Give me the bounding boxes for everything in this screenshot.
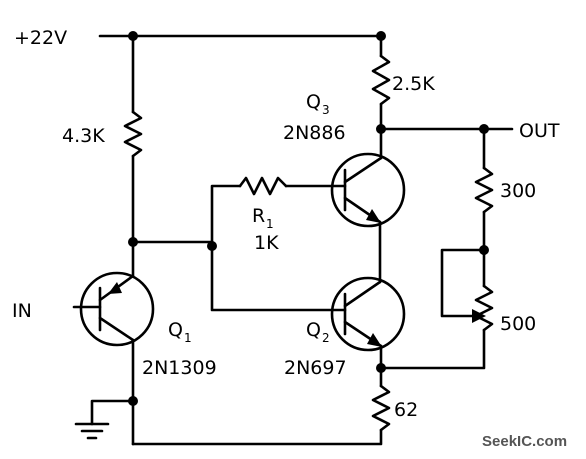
transistor-q2-subscript: 2 [322,331,330,345]
resistor-300 [474,166,494,214]
transistor-q2-body [330,276,406,352]
ground-return-wire [131,428,383,446]
resistor-62 [371,384,391,432]
transistor-q1-emitter-arrow [108,282,122,294]
transistor-q1-part: 2N1309 [142,357,217,379]
transistor-q3-body [330,152,406,228]
r1-left-wire [210,184,242,248]
transistor-q1-subscript: 1 [184,331,192,345]
resistor-r1-name: R [252,205,265,227]
pot-wiper-arrow [472,309,486,323]
transistor-q3-emitter-arrow [366,209,381,223]
resistor-r1 [238,176,288,196]
transistor-q2-name: Q [306,319,321,341]
potentiometer-500-label: 500 [500,313,536,335]
transistor-q3-name: Q [306,91,321,113]
output-label: OUT [519,120,560,142]
transistor-q2-emitter-arrow [367,333,382,347]
transistor-q1-name: Q [168,319,183,341]
transistor-q1-body [79,271,155,347]
node-dot [376,363,386,373]
transistor-q3-subscript: 3 [322,103,330,117]
transistor-q2-collector-lead [343,280,382,308]
transistor-q1-lower-lead [98,316,135,342]
pot-wiper-wire [440,248,486,318]
transistor-q3-part: 2N886 [283,122,346,144]
transistor-q3-collector-lead [343,156,383,184]
ground-symbol [74,422,110,440]
resistor-r1-value: 1K [254,232,279,254]
q2-base-wire [210,244,347,312]
ground-stub-wire [90,399,135,426]
resistor-2-5k [371,54,391,106]
input-label: IN [12,300,32,322]
pot-wire-bottom [379,328,486,370]
resistor-62-label: 62 [394,399,418,421]
resistor-4-3k-label: 4.3K [62,125,105,147]
resistor-300-label: 300 [500,180,536,202]
potentiometer-500 [474,284,494,332]
supply-label: +22V [14,27,67,49]
watermark-text: SeekIC.com [482,433,567,450]
resistor-r1-subscript: 1 [266,217,274,231]
transistor-q2-part: 2N697 [284,357,347,379]
resistor-4-3k [123,110,143,158]
resistor-2-5k-label: 2.5K [392,73,435,95]
